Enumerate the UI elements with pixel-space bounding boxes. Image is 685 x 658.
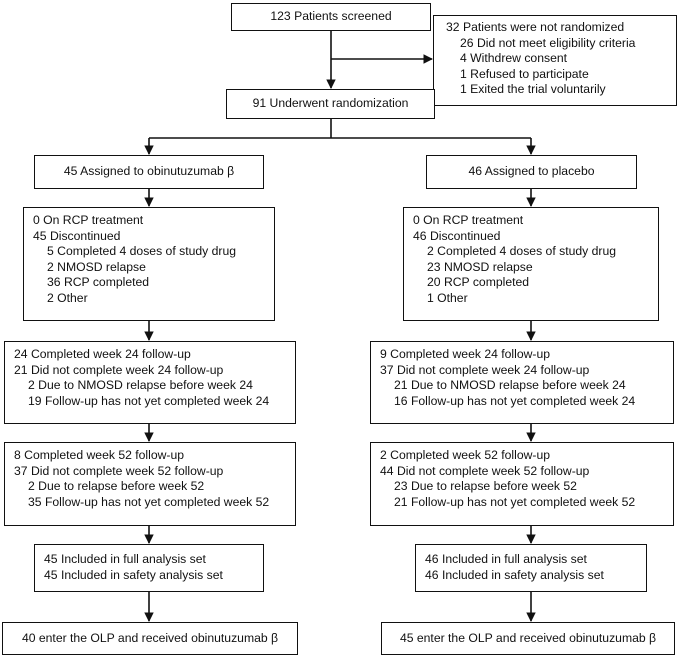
olp-text: 45 enter the OLP and received obinutuzum… — [399, 630, 657, 645]
week24-subline: 21 Due to NMOSD relapse before week 24 — [394, 378, 626, 393]
treatment-line: 45 Discontinued — [33, 228, 121, 243]
treatment-subline: 23 NMOSD relapse — [427, 259, 533, 274]
randomization-text: 91 Underwent randomization — [252, 96, 409, 111]
analysis-box-placebo: 46 Included in full analysis set 46 Incl… — [415, 544, 647, 592]
treatment-subline: 1 Other — [427, 290, 468, 305]
week24-line: 24 Completed week 24 follow-up — [14, 347, 191, 361]
treatment-line: 0 On RCP treatment — [413, 213, 524, 227]
analysis-line: 46 Included in safety analysis set — [425, 567, 604, 582]
olp-box-placebo: 45 enter the OLP and received obinutuzum… — [381, 622, 675, 655]
week52-box-obinutuzumab: 8 Completed week 52 follow-up 37 Did not… — [4, 442, 296, 526]
treatment-subline: 5 Completed 4 doses of study drug — [47, 244, 237, 259]
not-randomized-item: 1 Refused to participate — [460, 66, 589, 81]
analysis-line: 46 Included in full analysis set — [425, 552, 587, 566]
week24-line: 9 Completed week 24 follow-up — [380, 347, 551, 361]
week52-line: 44 Did not complete week 52 follow-up — [380, 463, 590, 478]
treatment-subline: 2 NMOSD relapse — [47, 259, 146, 274]
olp-box-obinutuzumab: 40 enter the OLP and received obinutuzum… — [2, 622, 298, 655]
analysis-line: 45 Included in full analysis set — [44, 552, 206, 566]
randomization-box: 91 Underwent randomization — [226, 89, 435, 119]
not-randomized-box: 32 Patients were not randomized 26 Did n… — [433, 15, 677, 106]
treatment-subline: 2 Completed 4 doses of study drug — [427, 244, 617, 259]
treatment-line: 0 On RCP treatment — [33, 213, 144, 227]
screened-box: 123 Patients screened — [231, 3, 431, 31]
week24-subline: 16 Follow-up has not yet completed week … — [394, 393, 636, 408]
treatment-box-obinutuzumab: 0 On RCP treatment 45 Discontinued 5 Com… — [23, 207, 275, 321]
treatment-box-placebo: 0 On RCP treatment 46 Discontinued 2 Com… — [403, 207, 659, 321]
week24-line: 21 Did not complete week 24 follow-up — [14, 362, 224, 377]
screened-text: 123 Patients screened — [270, 9, 392, 24]
week24-line: 37 Did not complete week 24 follow-up — [380, 362, 590, 377]
week52-subline: 23 Due to relapse before week 52 — [394, 479, 577, 494]
assigned-box-obinutuzumab: 45 Assigned to obinutuzumab β — [34, 155, 264, 189]
week52-subline: 35 Follow-up has not yet completed week … — [28, 494, 270, 509]
treatment-subline: 36 RCP completed — [47, 275, 150, 290]
assigned-text: 46 Assigned to placebo — [468, 164, 595, 179]
treatment-line: 46 Discontinued — [413, 228, 501, 243]
not-randomized-item: 1 Exited the trial voluntarily — [460, 82, 606, 97]
week24-subline: 19 Follow-up has not yet completed week … — [28, 393, 270, 408]
analysis-line: 45 Included in safety analysis set — [44, 567, 223, 582]
week24-box-placebo: 9 Completed week 24 follow-up 37 Did not… — [370, 341, 674, 424]
not-randomized-item: 26 Did not meet eligibility criteria — [460, 35, 636, 50]
week52-box-placebo: 2 Completed week 52 follow-up 44 Did not… — [370, 442, 674, 526]
week52-line: 37 Did not complete week 52 follow-up — [14, 463, 224, 478]
week52-line: 2 Completed week 52 follow-up — [380, 448, 551, 462]
olp-text: 40 enter the OLP and received obinutuzum… — [21, 630, 279, 645]
not-randomized-title: 32 Patients were not randomized — [446, 20, 625, 34]
treatment-subline: 2 Other — [47, 290, 88, 305]
week52-line: 8 Completed week 52 follow-up — [14, 448, 185, 462]
week52-subline: 21 Follow-up has not yet completed week … — [394, 494, 636, 509]
assigned-text: 45 Assigned to obinutuzumab β — [63, 164, 235, 179]
assigned-box-placebo: 46 Assigned to placebo — [426, 155, 637, 189]
week24-subline: 2 Due to NMOSD relapse before week 24 — [28, 378, 253, 393]
treatment-subline: 20 RCP completed — [427, 275, 530, 290]
week52-subline: 2 Due to relapse before week 52 — [28, 479, 205, 494]
analysis-box-obinutuzumab: 45 Included in full analysis set 45 Incl… — [34, 544, 264, 592]
not-randomized-item: 4 Withdrew consent — [460, 51, 568, 66]
week24-box-obinutuzumab: 24 Completed week 24 follow-up 21 Did no… — [4, 341, 296, 424]
